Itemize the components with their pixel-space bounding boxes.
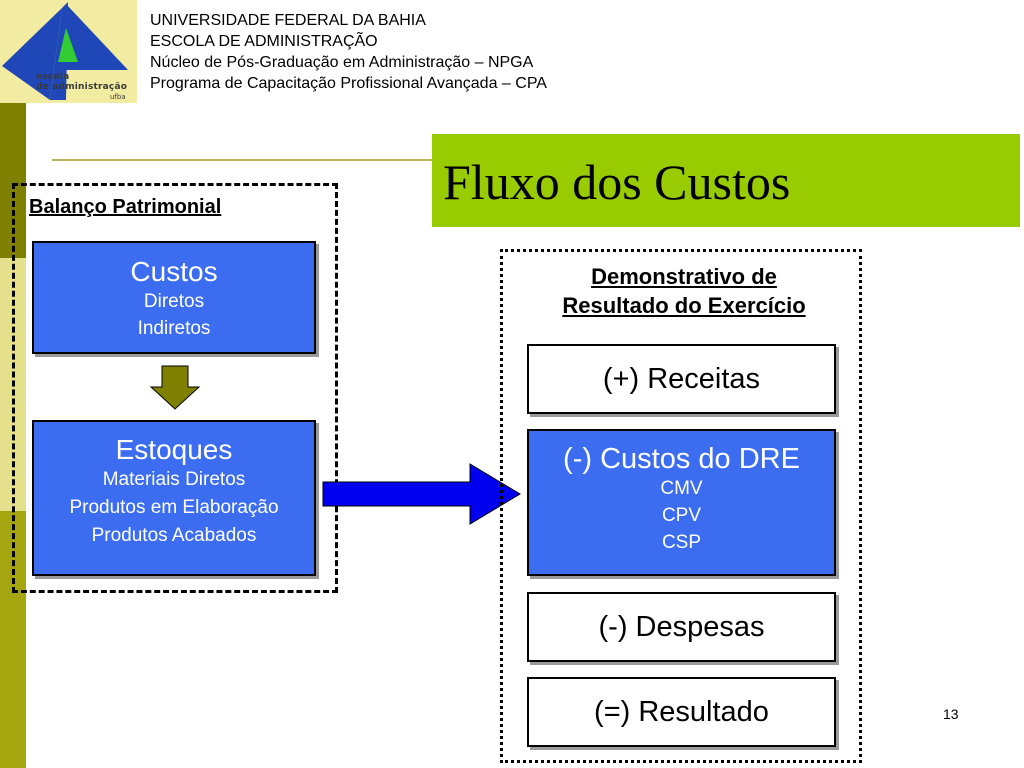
custos-dre-item-csp: CSP [661,532,702,553]
despesas-box: (-) Despesas [527,592,836,662]
logo-text-line1: escola [36,72,70,82]
title-rule [52,159,434,161]
page-number: 13 [943,706,959,722]
school-logo: escola de administração ufba [0,0,137,103]
down-arrow-icon [149,365,201,410]
resultado-box: (=) Resultado [527,677,836,747]
balanco-group [12,183,338,593]
estoques-item-materiais: Materiais Diretos [102,469,246,490]
institution-header: UNIVERSIDADE FEDERAL DA BAHIA ESCOLA DE … [150,10,547,94]
header-line-2: ESCOLA DE ADMINISTRAÇÃO [150,33,378,50]
title-background [432,134,1020,227]
custos-item-indiretos: Indiretos [137,318,211,339]
custos-box: Custos Diretos Indiretos [32,241,316,354]
custos-dre-item-cpv: CPV [661,505,702,526]
right-arrow-icon [322,463,521,525]
dre-heading: Demonstrativo de Resultado do Exercício [512,262,856,320]
custos-dre-title: (-) Custos do DRE [563,443,800,475]
dre-group [500,249,862,763]
header-line-1: UNIVERSIDADE FEDERAL DA BAHIA [150,12,426,29]
custos-dre-item-cmv: CMV [660,478,703,499]
receitas-box: (+) Receitas [527,344,836,414]
header-line-3: Núcleo de Pós-Graduação em Administração… [150,54,534,71]
logo-triangles-icon [2,2,128,100]
header-line-4: Programa de Capacitação Profissional Ava… [150,75,547,92]
estoques-box: Estoques Materiais Diretos Produtos em E… [32,420,316,576]
custos-title: Custos [130,256,218,287]
dre-heading-line1: Demonstrativo de [591,264,777,289]
balanco-heading: Balanço Patrimonial [29,196,222,218]
logo-text-line3: ufba [110,93,126,101]
dre-heading-line2: Resultado do Exercício [562,293,806,318]
estoques-item-acabados: Produtos Acabados [91,525,257,546]
custos-item-diretos: Diretos [143,291,205,312]
estoques-title: Estoques [115,434,233,465]
logo-text-line2: de administração [36,82,128,92]
slide-title: Fluxo dos Custos [443,154,791,210]
custos-dre-box: (-) Custos do DRE CMV CPV CSP [527,429,836,576]
estoques-item-elaboracao: Produtos em Elaboração [69,497,279,518]
